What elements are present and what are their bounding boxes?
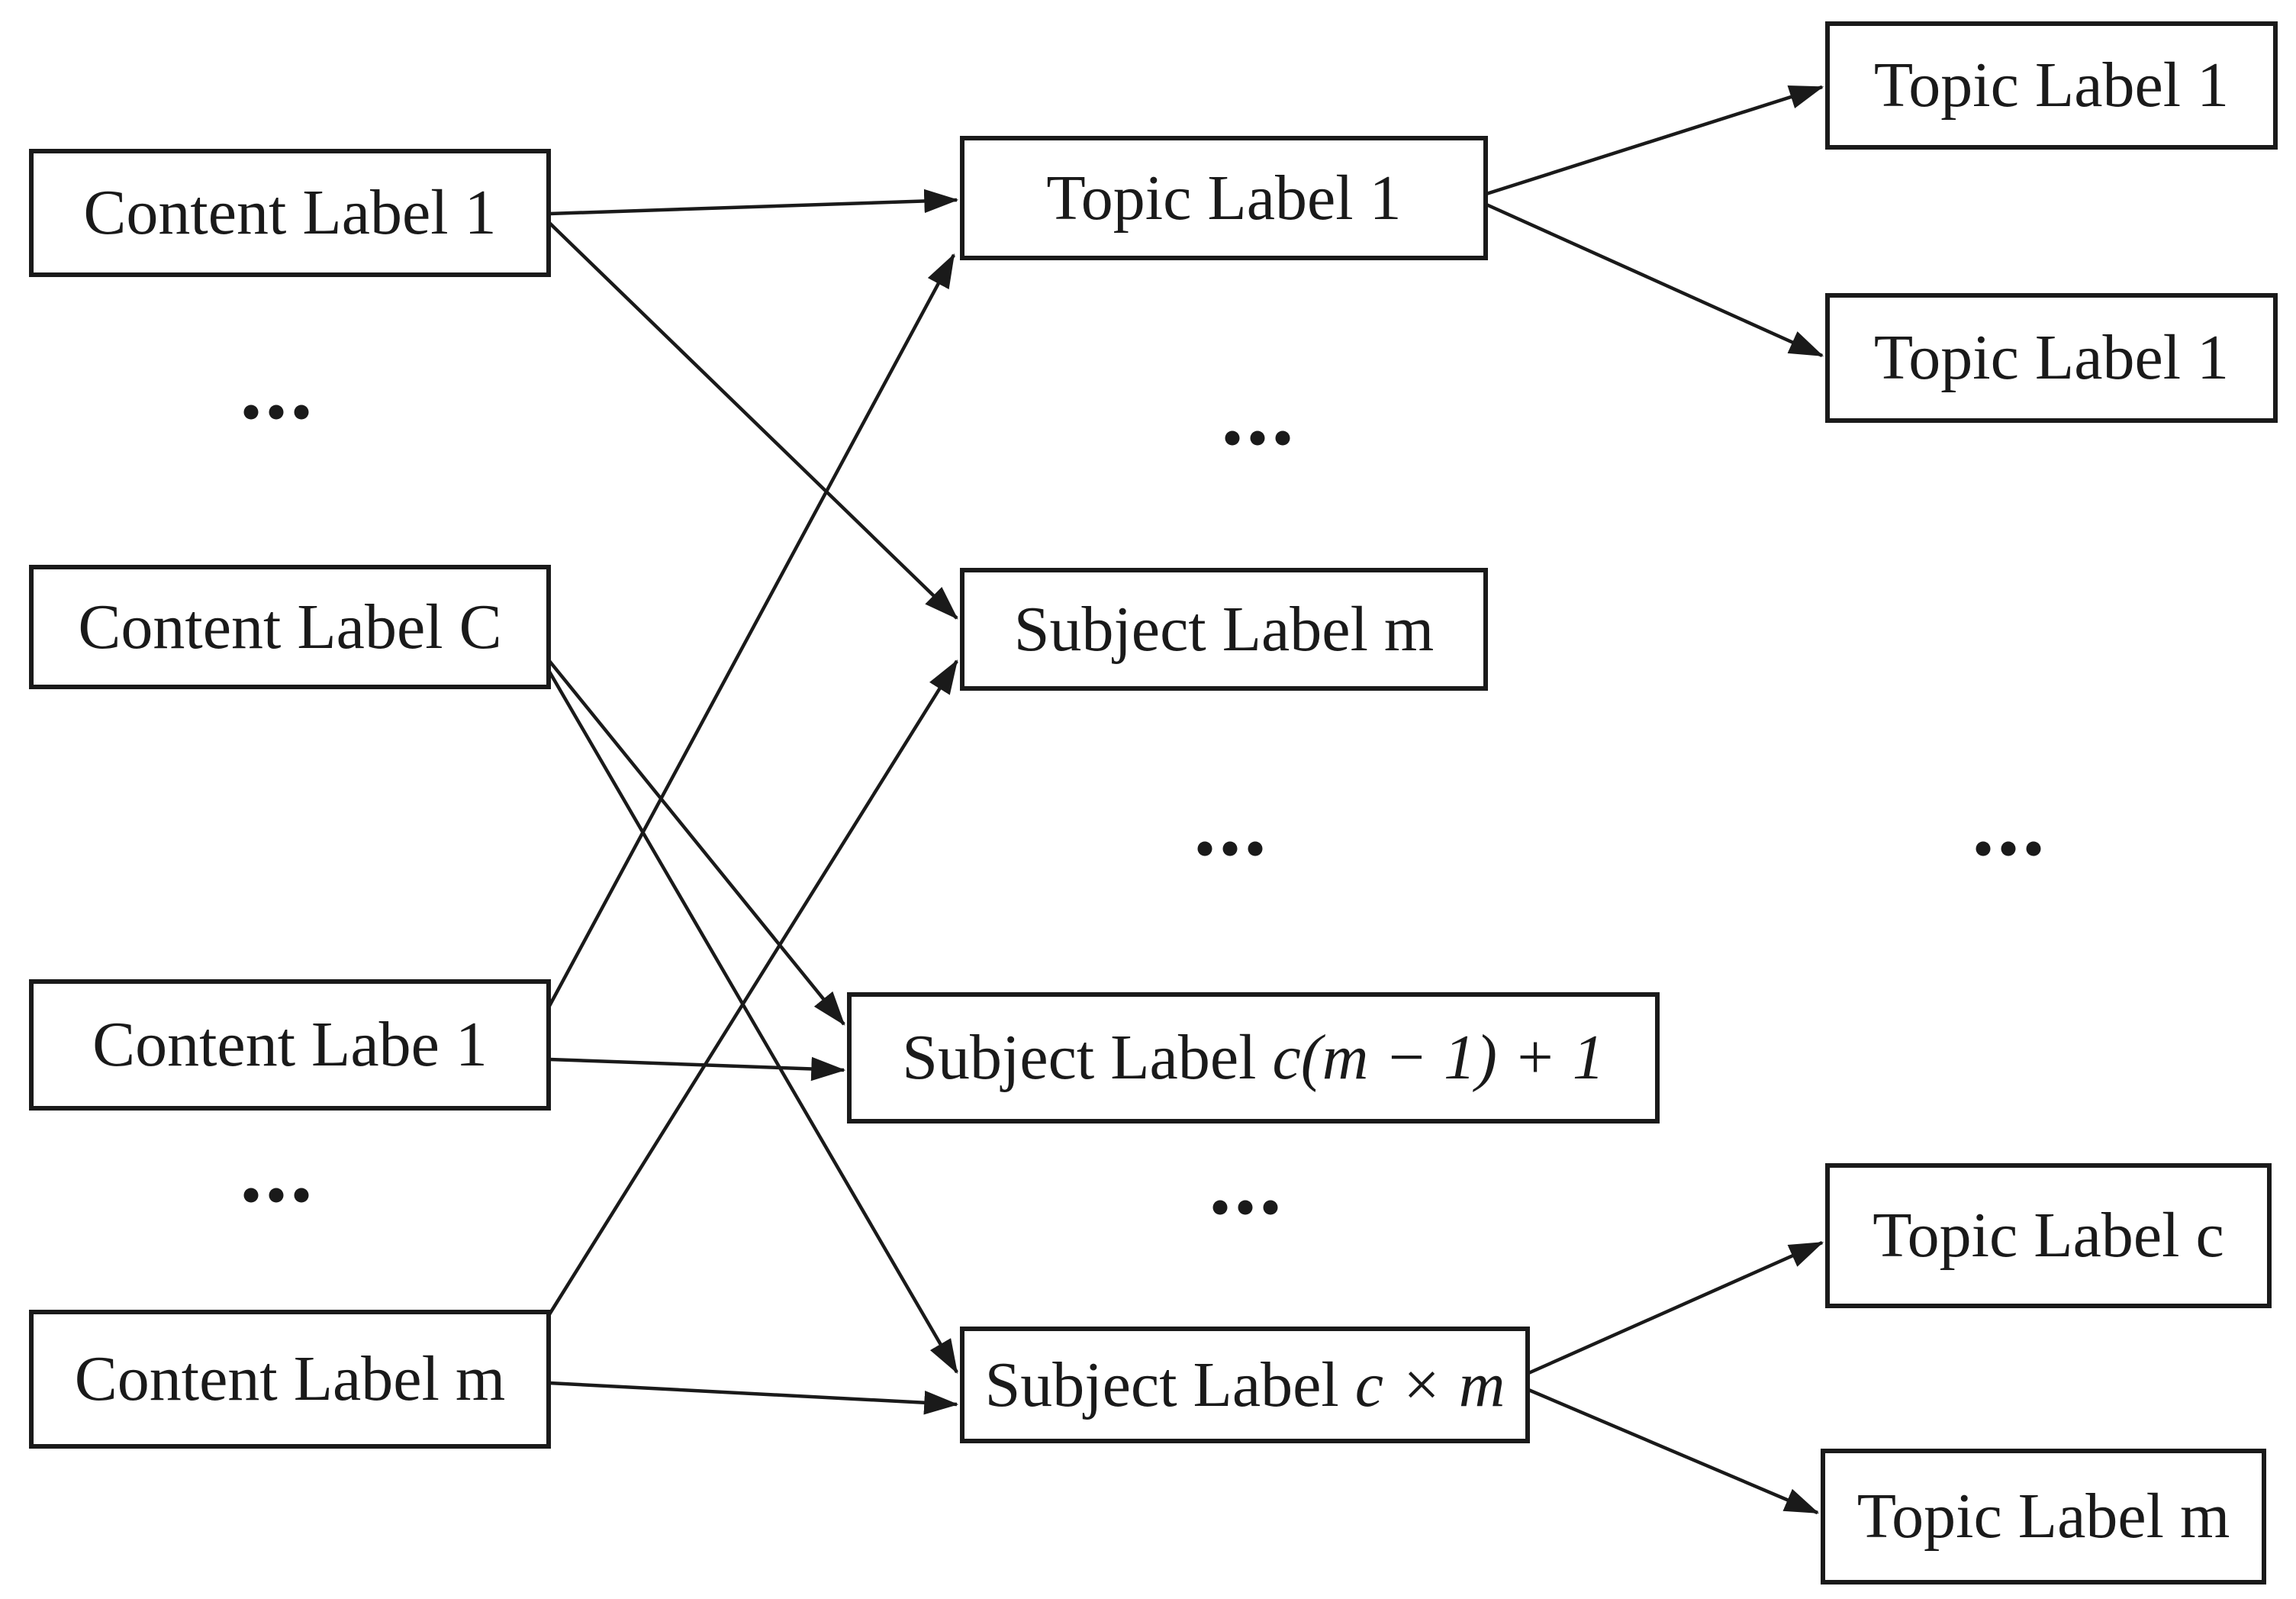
edge-content1-to-subjectm — [548, 221, 958, 620]
edge-content1-to-topic1mid — [549, 189, 959, 216]
dot — [1248, 841, 1263, 856]
node-topic-label-1-middle: Topic Label 1 — [960, 136, 1488, 260]
dot — [1976, 841, 1991, 856]
dot — [1225, 430, 1240, 446]
edge-contentC-to-subjectcxm — [548, 670, 958, 1374]
node-label-prefix: Subject Label — [902, 1022, 1273, 1093]
node-label: Topic Label 1 — [1873, 322, 2230, 393]
dot — [294, 405, 309, 420]
node-content-label-c: Content Label C — [29, 565, 551, 689]
dot — [1222, 841, 1238, 856]
edge-contentm-to-subjectcxm — [549, 1381, 959, 1415]
node-label: Content Labe 1 — [92, 1009, 488, 1080]
edge-topic1mid-to-topic1top — [1486, 85, 1824, 196]
node-topic-label-m: Topic Label m — [1821, 1449, 2266, 1584]
node-topic-label-c: Topic Label c — [1825, 1163, 2272, 1308]
dot — [1250, 430, 1265, 446]
ellipsis-left-2 — [243, 1188, 309, 1203]
dot — [269, 405, 284, 420]
ellipsis-middle-2 — [1197, 841, 1263, 856]
node-subject-label-cm1: Subject Label c(m − 1) + 1 — [847, 992, 1660, 1123]
edge-subjectcxm-to-topicc — [1526, 1240, 1824, 1376]
node-topic-label-1-top: Topic Label 1 — [1825, 21, 2278, 150]
ellipsis-left-1 — [243, 405, 309, 420]
node-label: Topic Label 1 — [1873, 50, 2230, 121]
edge-contentlabe1-to-topic1mid — [548, 253, 955, 1007]
dot — [294, 1188, 309, 1203]
node-subject-label-cxm: Subject Label c × m — [960, 1327, 1530, 1443]
node-label: Topic Label c — [1873, 1200, 2224, 1271]
node-label: Content Label 1 — [83, 177, 497, 248]
edge-subjectcxm-to-topicm — [1526, 1387, 1820, 1515]
edge-contentC-to-subjectcm1 — [548, 659, 845, 1026]
edge-contentlabe1-to-subjectcm1 — [549, 1056, 846, 1082]
node-content-label-1: Content Label 1 — [29, 149, 551, 277]
node-content-labe-1: Content Labe 1 — [29, 979, 551, 1111]
dot — [2026, 841, 2041, 856]
dot — [2001, 841, 2016, 856]
node-topic-label-1-second: Topic Label 1 — [1825, 293, 2278, 423]
node-label: Content Label m — [74, 1343, 506, 1414]
node-label-math: c(m − 1) + 1 — [1272, 1022, 1605, 1093]
node-label: Content Label C — [78, 591, 502, 662]
node-label: Subject Label m — [1013, 593, 1435, 665]
dot — [269, 1188, 284, 1203]
node-label: Topic Label 1 — [1046, 162, 1402, 234]
dot — [243, 405, 259, 420]
dot — [1238, 1200, 1253, 1215]
node-label-prefix: Subject Label — [984, 1349, 1355, 1420]
node-content-label-m: Content Label m — [29, 1310, 551, 1449]
edge-contentm-to-subjectm — [548, 659, 958, 1316]
edge-topic1mid-to-topic1second — [1486, 202, 1824, 358]
node-subject-label-m: Subject Label m — [960, 568, 1488, 691]
dot — [243, 1188, 259, 1203]
dot — [1212, 1200, 1228, 1215]
dot — [1275, 430, 1290, 446]
dot — [1197, 841, 1212, 856]
dot — [1263, 1200, 1278, 1215]
node-label-math: c × m — [1354, 1349, 1505, 1420]
ellipsis-right — [1976, 841, 2041, 856]
ellipsis-middle-1 — [1225, 430, 1290, 446]
ellipsis-middle-3 — [1212, 1200, 1278, 1215]
node-label: Topic Label m — [1856, 1481, 2230, 1552]
